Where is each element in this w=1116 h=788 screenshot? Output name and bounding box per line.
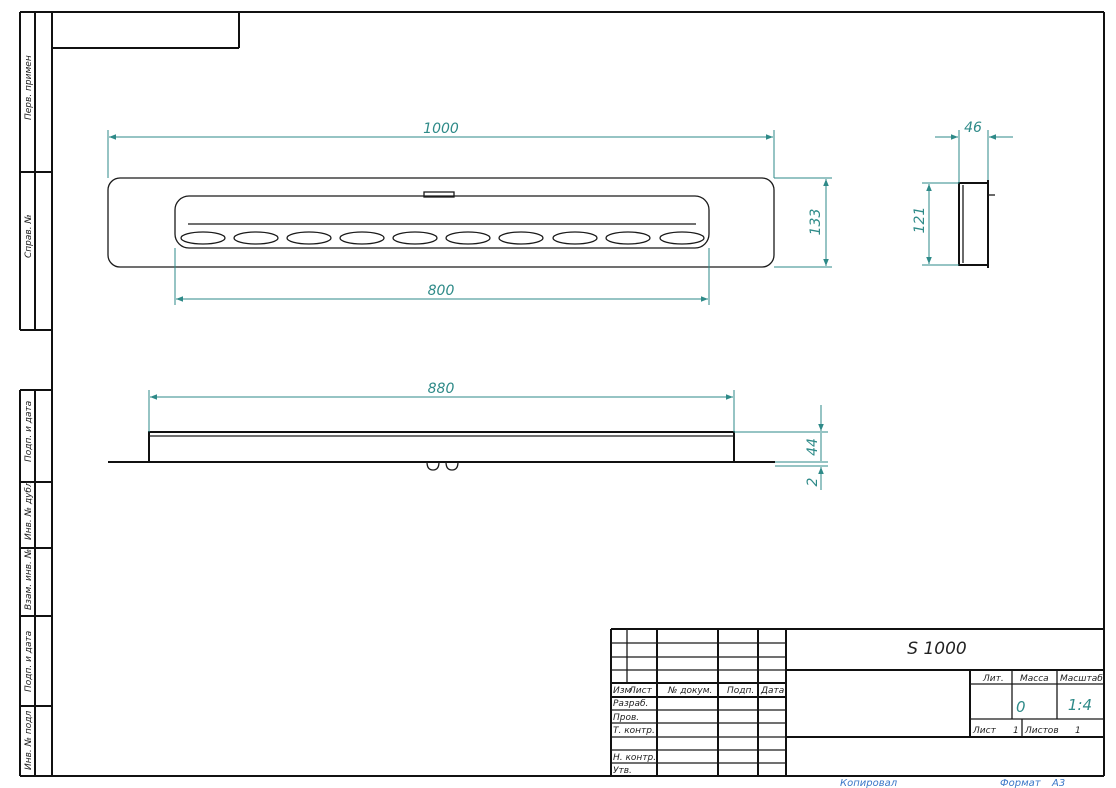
side-strip-labels: Перв. примен Справ. № Подп. и дата Инв. … [24, 55, 34, 770]
drawing-designation: S 1000 [907, 639, 966, 659]
side-label-vzam-inv: Взам. инв. № [24, 549, 34, 610]
tb-col-izm: Изм [613, 686, 632, 696]
tb-row-nkontr: Н. контр. [613, 753, 656, 763]
dim-side-height: 121 [912, 207, 928, 234]
side-label-sprav-no: Справ. № [24, 214, 34, 258]
tb-massa-label: Масса [1020, 674, 1049, 684]
tb-list-value: 1 [1013, 726, 1019, 736]
tb-list-label: Лист [972, 726, 997, 736]
dim-height-front: 133 [808, 209, 824, 236]
side-label-inv-dubl: Инв. № дубл [24, 481, 34, 540]
tb-row-utv: Утв. [613, 766, 632, 776]
dim-bottom-height: 44 [805, 438, 821, 456]
side-label-podp-data-2: Подп. и дата [24, 631, 34, 692]
tb-col-list: Лист [628, 686, 653, 696]
dim-bottom-flange: 2 [805, 477, 821, 486]
front-view: 1000 800 133 [107, 121, 832, 305]
footer-format-value: А3 [1051, 778, 1065, 788]
tb-col-podp: Подп. [727, 686, 754, 696]
tb-row-prov: Пров. [613, 713, 639, 723]
tb-col-data: Дата [760, 686, 784, 696]
tb-row-razrab: Разраб. [613, 699, 648, 709]
tb-masshtab-value: 1:4 [1068, 696, 1092, 714]
tb-listov-value: 1 [1075, 726, 1081, 736]
side-label-inv-podl: Инв. № подл [24, 711, 34, 770]
dim-bottom-length: 880 [428, 381, 455, 397]
side-label-perv-primen: Перв. примен [24, 55, 34, 120]
tb-lit-value: 0 [1016, 698, 1026, 716]
tb-listov-label: Листов [1024, 726, 1059, 736]
sheet-footer: Копировал Формат А3 [840, 778, 1065, 788]
tb-lit-label: Лит. [982, 674, 1004, 684]
bottom-view-clip [426, 461, 440, 471]
side-label-podp-data-1: Подп. и дата [24, 401, 34, 462]
front-view-clip [423, 191, 455, 198]
side-view: 46 121 [912, 120, 1013, 268]
footer-kopiroval: Копировал [840, 778, 898, 788]
title-block: S 1000 Изм Лист № докум. Подп. Дата Разр… [610, 628, 1104, 776]
dim-slot-length: 800 [428, 283, 455, 299]
bottom-view: 880 44 2 [108, 381, 828, 490]
dim-top-length: 1000 [423, 121, 459, 137]
front-view-slot [174, 195, 710, 249]
dim-side-width: 46 [964, 120, 982, 136]
footer-format-label: Формат [1000, 778, 1042, 788]
front-view-vent-holes [180, 231, 705, 245]
drawing-frame [19, 11, 1105, 777]
tb-col-docum: № докум. [667, 686, 712, 696]
front-view-outline [107, 177, 775, 268]
tb-row-tkontr: Т. контр. [613, 726, 655, 736]
tb-masshtab-label: Масштаб [1060, 674, 1103, 684]
